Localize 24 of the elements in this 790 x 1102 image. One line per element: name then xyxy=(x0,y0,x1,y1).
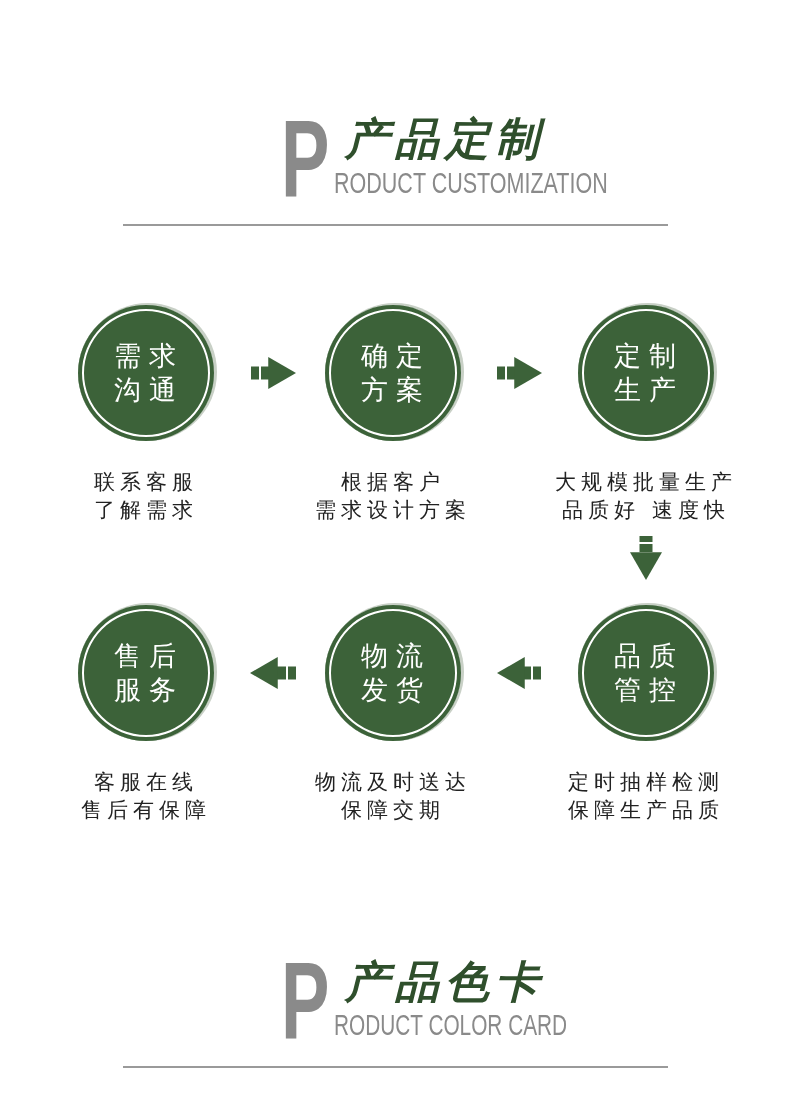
step-description: 根据客户 xyxy=(341,469,445,496)
step-title: 物流发货 xyxy=(360,639,432,707)
heading-letter: P xyxy=(281,104,330,214)
step-description: 联系客服 xyxy=(94,469,198,496)
step-title: 定制生产 xyxy=(613,339,685,407)
step-title: 确定方案 xyxy=(360,339,432,407)
step-description: 售后有保障 xyxy=(81,797,211,824)
section-heading: 产品色卡 xyxy=(345,960,545,1004)
step-title: 需求沟通 xyxy=(113,339,185,407)
step-description: 需求设计方案 xyxy=(315,497,471,524)
step-description: 了解需求 xyxy=(94,497,198,524)
step-description: 客服在线 xyxy=(94,769,198,796)
step-description: 物流及时送达 xyxy=(315,769,471,796)
step-description: 大规模批量生产 xyxy=(555,469,737,496)
step-description: 保障生产品质 xyxy=(568,797,724,824)
section-subheading: RODUCT CUSTOMIZATION xyxy=(334,168,608,198)
section-subheading: RODUCT COLOR CARD xyxy=(334,1010,568,1040)
step-description: 定时抽样检测 xyxy=(568,769,724,796)
step-title: 售后服务 xyxy=(113,639,185,707)
heading-letter: P xyxy=(281,946,330,1056)
section-heading: 产品定制 xyxy=(345,117,545,161)
step-description: 品质好 速度快 xyxy=(562,497,730,524)
step-description: 保障交期 xyxy=(341,797,445,824)
step-title: 品质管控 xyxy=(613,639,685,707)
